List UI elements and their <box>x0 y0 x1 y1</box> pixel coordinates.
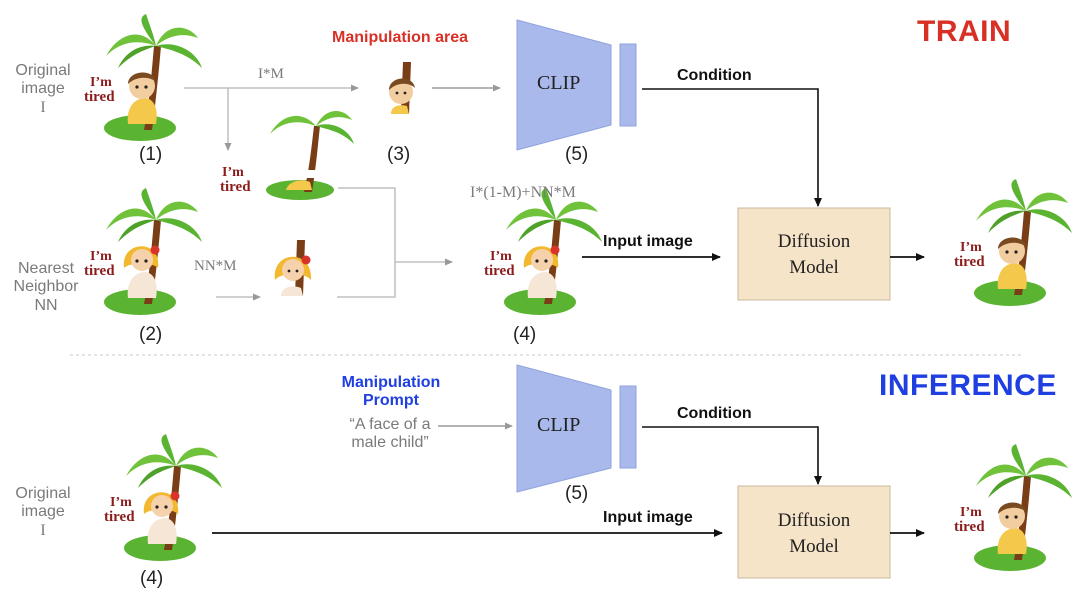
inference-original-image-label: Original image I <box>15 485 71 539</box>
original-image-art <box>84 14 202 141</box>
train-input-image-label: Input image <box>603 233 693 250</box>
blend-formula-label: I*(1-M)+NN*M <box>470 184 576 201</box>
step-3-label: (3) <box>387 144 411 165</box>
masked-original-art: I’m tired <box>220 110 354 200</box>
train-gray-connectors <box>184 84 501 301</box>
train-diffusion-box <box>737 207 891 301</box>
inference-title: INFERENCE <box>879 369 1057 402</box>
inference-diffusion-label: Diffusion Model <box>777 510 851 557</box>
svg-text:I’m: I’m <box>222 165 244 180</box>
inference-diffusion-box <box>737 485 891 579</box>
inference-step-5-label: (5) <box>565 483 589 504</box>
inference-original-art <box>104 434 222 561</box>
step-5-label: (5) <box>565 144 589 165</box>
nearest-neighbor-art <box>84 188 202 315</box>
inference-condition-arrow <box>642 426 822 485</box>
train-condition-label: Condition <box>677 67 752 84</box>
svg-text:tired: tired <box>220 179 251 195</box>
step-4-label: (4) <box>513 324 537 345</box>
train-title: TRAIN <box>917 15 1012 48</box>
i-times-m-label: I*M <box>258 66 284 82</box>
train-output-art <box>954 179 1072 306</box>
step-1-label: (1) <box>139 144 163 165</box>
inference-clip-label: CLIP <box>537 414 581 436</box>
inference-condition-label: Condition <box>677 405 752 422</box>
nn-times-m-label: NN*M <box>194 258 237 274</box>
prompt-text: “A face of a male child” <box>349 416 431 452</box>
train-clip-label: CLIP <box>537 72 581 94</box>
manipulation-area-label: Manipulation area <box>332 29 469 46</box>
neighbor-mask-crop-art <box>274 240 312 296</box>
train-clip-encoder <box>516 19 637 151</box>
inference-step-4-label: (4) <box>140 568 164 589</box>
train-diffusion-label: Diffusion Model <box>777 231 851 278</box>
inference-clip-encoder <box>516 364 637 493</box>
nearest-neighbor-label: Nearest Neighbor NN <box>13 260 79 314</box>
blended-input-art <box>484 188 602 315</box>
step-2-label: (2) <box>139 324 163 345</box>
manipulation-area-crop-art <box>389 62 415 114</box>
inference-output-art <box>954 444 1072 571</box>
train-original-image-label: Original image I <box>15 62 71 116</box>
inference-input-image-label: Input image <box>603 509 693 526</box>
manipulation-prompt-label: Manipulation Prompt <box>341 374 441 410</box>
train-condition-arrow <box>642 88 822 207</box>
